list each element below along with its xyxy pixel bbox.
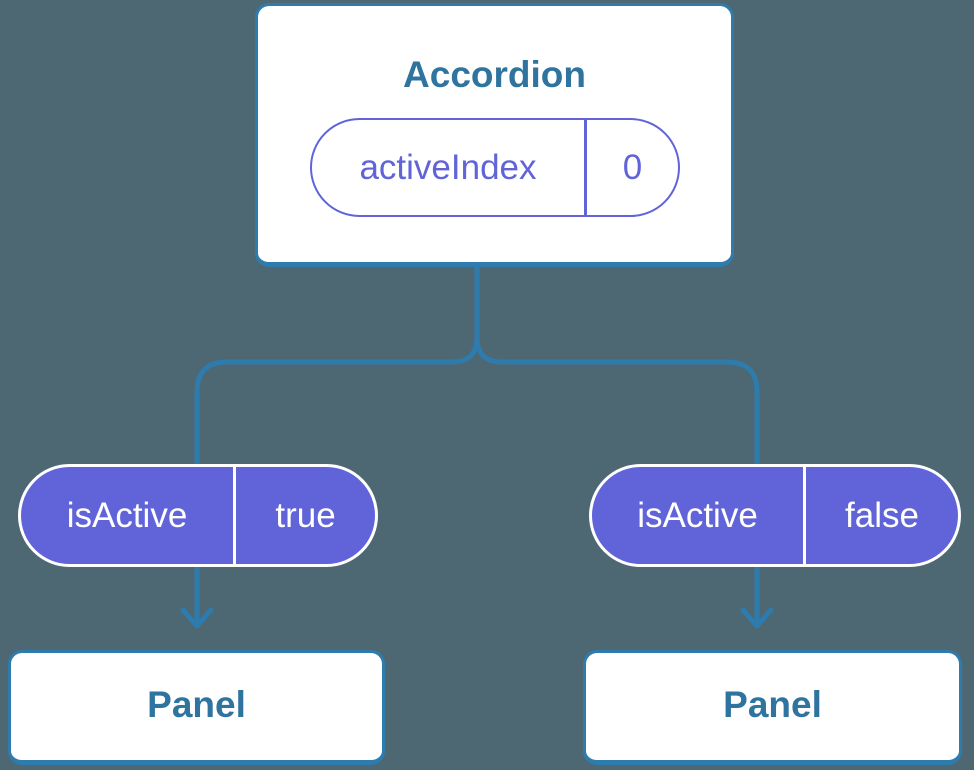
state-pill: activeIndex 0 (310, 118, 680, 217)
prop-pill-value: false (845, 495, 919, 535)
prop-pill-isactive-true: isActive true (18, 464, 378, 567)
panel-title: Panel (723, 683, 822, 725)
prop-pill-isactive-false: isActive false (589, 464, 961, 567)
panel-card-left: Panel (8, 650, 385, 765)
panel-card-right: Panel (583, 650, 962, 765)
state-pill-divider (584, 120, 587, 215)
branch-line-left (194, 262, 480, 473)
arrow-down-right-icon (740, 607, 774, 629)
branch-line-right (474, 262, 760, 473)
prop-pill-name: isActive (66, 495, 188, 535)
arrow-down-left-icon (180, 607, 214, 629)
panel-title: Panel (147, 683, 246, 725)
accordion-title: Accordion (403, 54, 586, 95)
prop-pill-divider (803, 467, 806, 564)
state-pill-name: activeIndex (359, 147, 537, 187)
prop-pill-name: isActive (637, 495, 758, 535)
accordion-card: Accordion activeIndex 0 (255, 3, 734, 267)
prop-pill-divider (233, 467, 236, 564)
prop-pill-value: true (275, 495, 336, 535)
state-pill-value: 0 (622, 147, 643, 187)
